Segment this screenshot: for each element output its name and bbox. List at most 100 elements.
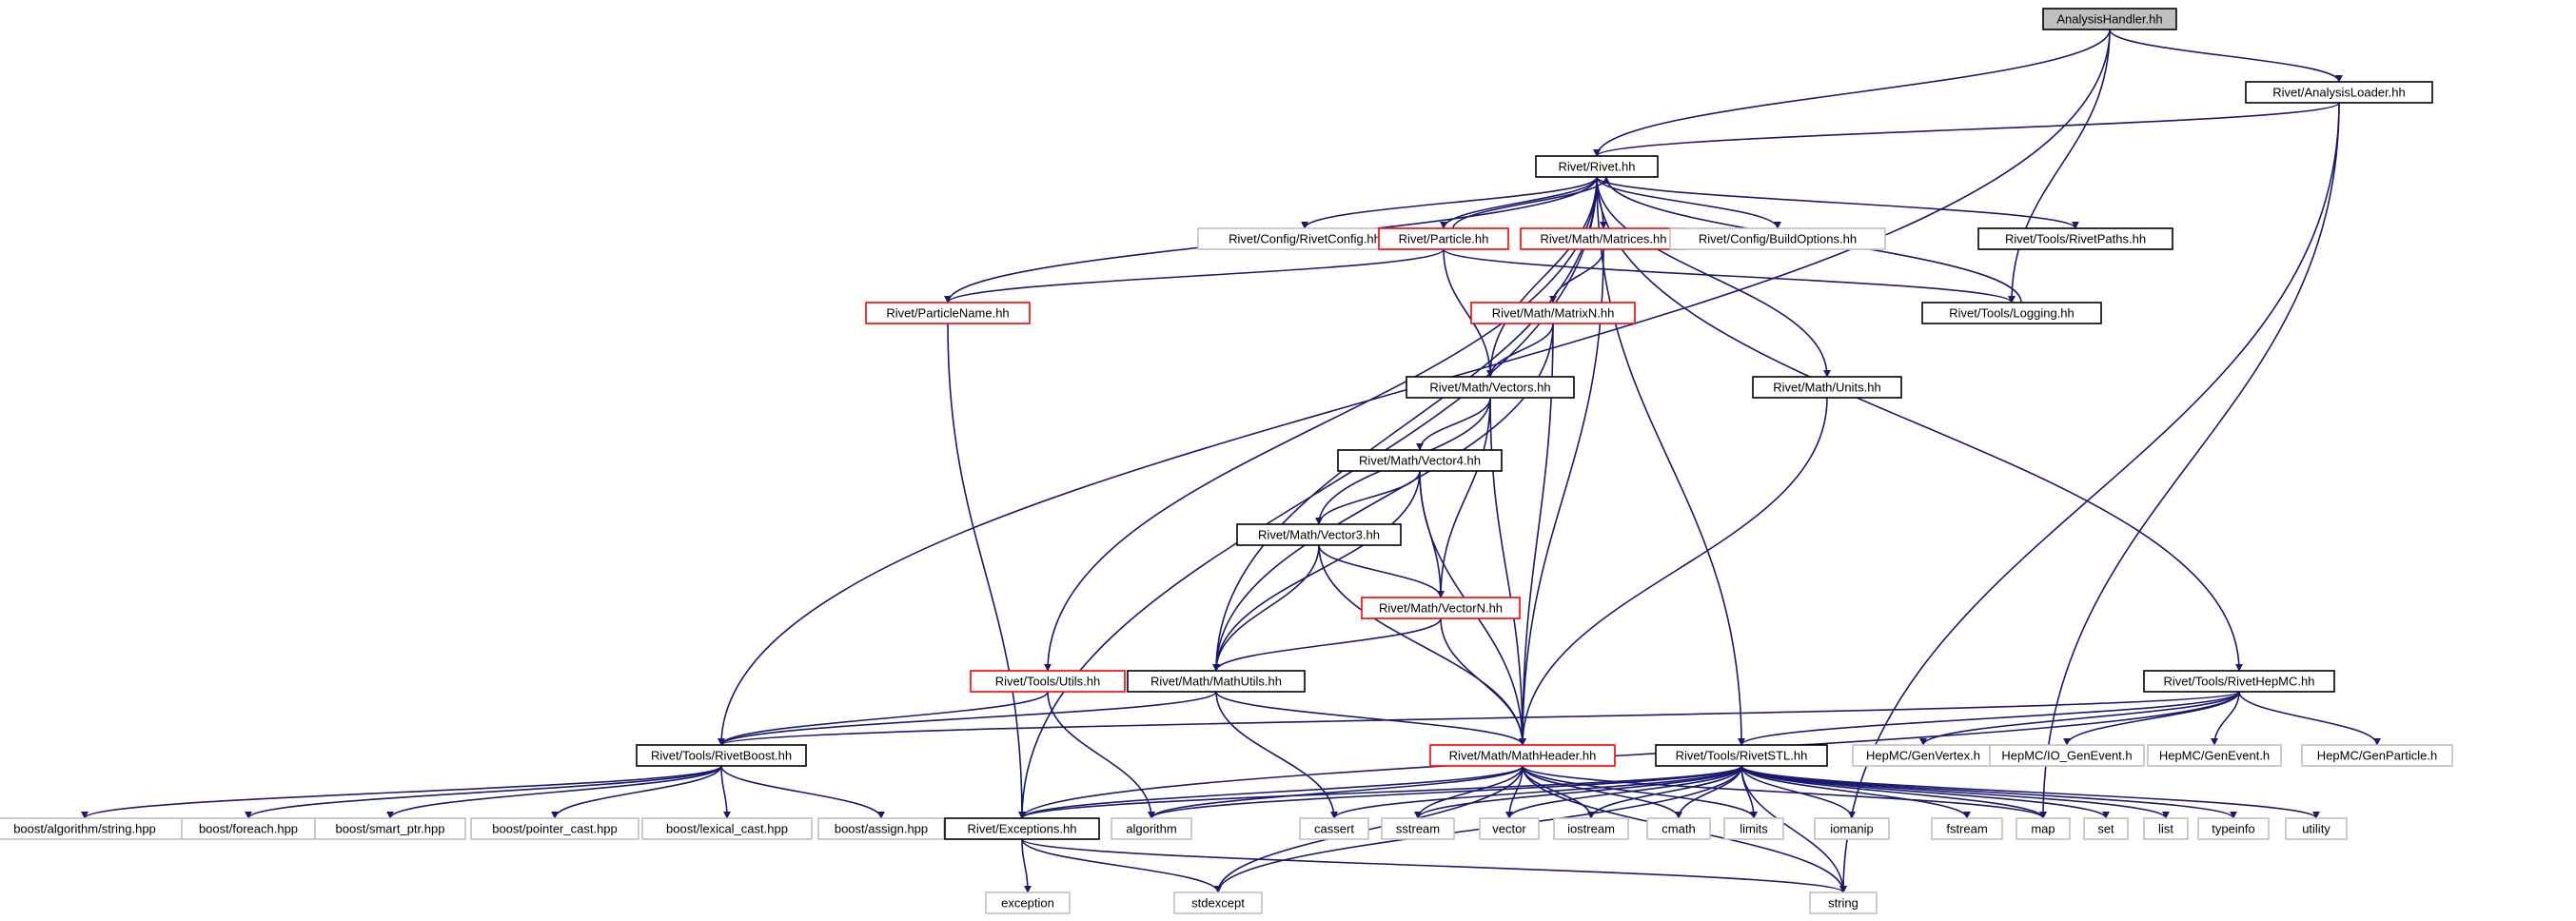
graph-node-set: set	[2083, 817, 2129, 840]
edge-rivet-to-particle	[1440, 176, 1598, 229]
graph-node-rivethepmc[interactable]: Rivet/Tools/RivetHepMC.hh	[2143, 670, 2335, 693]
edge-vector3-to-mathutils	[1212, 544, 1320, 672]
graph-node-particlename[interactable]: Rivet/ParticleName.hh	[865, 302, 1031, 324]
node-label: HepMC/GenParticle.h	[2317, 749, 2437, 763]
node-label: stdexcept	[1191, 896, 1245, 911]
graph-node-buildoptions: Rivet/Config/BuildOptions.hh	[1669, 227, 1886, 250]
graph-node-string: string	[1809, 892, 1878, 914]
edge-rivetstl-to-cassert	[1330, 765, 1742, 819]
edge-rivetstl-to-utility	[1740, 765, 2320, 819]
graph-node-stdexcept: stdexcept	[1173, 892, 1263, 914]
node-label: Rivet/Tools/Utils.hh	[995, 675, 1101, 689]
graph-node-rivetboost[interactable]: Rivet/Tools/RivetBoost.hh	[636, 744, 807, 767]
node-label: set	[2097, 822, 2114, 836]
node-label: cmath	[1662, 822, 1695, 836]
node-label: Rivet/Tools/Logging.hh	[1949, 306, 2075, 321]
node-box	[1723, 817, 1784, 840]
node-label: cassert	[1314, 822, 1354, 836]
node-label: Rivet/Math/Vector3.hh	[1258, 528, 1380, 542]
graph-node-sstream: sstream	[1381, 817, 1455, 840]
edge-analysishandler-to-rivet	[1593, 29, 2111, 157]
node-label: iostream	[1567, 822, 1615, 836]
node-label: Rivet/Config/BuildOptions.hh	[1699, 232, 1857, 246]
node-box	[2143, 817, 2189, 840]
node-box	[2197, 817, 2270, 840]
graph-node-rivetstl[interactable]: Rivet/Tools/RivetSTL.hh	[1655, 744, 1828, 767]
graph-node-matrixn[interactable]: Rivet/Math/MatrixN.hh	[1470, 302, 1636, 324]
graph-node-vectorn[interactable]: Rivet/Math/VectorN.hh	[1361, 597, 1521, 619]
graph-node-iomanip: iomanip	[1814, 817, 1890, 840]
node-label: Rivet/Math/MathHeader.hh	[1449, 749, 1597, 763]
graph-node-mathheader[interactable]: Rivet/Math/MathHeader.hh	[1429, 744, 1616, 767]
node-label: typeinfo	[2212, 822, 2255, 836]
graph-node-genparticle: HepMC/GenParticle.h	[2301, 744, 2453, 767]
graph-node-b_assign: boost/assign.hpp	[817, 817, 945, 840]
edge-rivetboost-to-b_pointercast	[551, 765, 722, 819]
edge-matrixn-to-vectors	[1486, 323, 1554, 378]
edge-rivetstl-to-string	[1740, 765, 1847, 893]
node-box	[1470, 302, 1636, 324]
edge-rivetboost-to-b_algstring	[81, 765, 722, 819]
node-label: Rivet/Math/MathUtils.hh	[1150, 675, 1282, 689]
graph-node-vector4[interactable]: Rivet/Math/Vector4.hh	[1337, 449, 1503, 472]
node-box	[2042, 8, 2177, 30]
edge-rivetstl-to-algorithm	[1148, 765, 1742, 819]
edge-rivethepmc-to-ioGenevent	[2063, 691, 2240, 746]
node-box	[1669, 227, 1886, 250]
graph-node-utils[interactable]: Rivet/Tools/Utils.hh	[970, 670, 1126, 693]
node-box	[1299, 817, 1369, 840]
edge-mathutils-to-mathheader	[1215, 691, 1526, 746]
graph-node-exceptions[interactable]: Rivet/Exceptions.hh	[944, 817, 1100, 840]
graph-node-cassert: cassert	[1299, 817, 1369, 840]
graph-node-logging[interactable]: Rivet/Tools/Logging.hh	[1921, 302, 2102, 324]
edge-particle-to-rivet	[1452, 176, 1610, 229]
node-label: iomanip	[1830, 822, 1874, 836]
graph-node-mathutils[interactable]: Rivet/Math/MathUtils.hh	[1127, 670, 1306, 693]
graph-node-units[interactable]: Rivet/Math/Units.hh	[1752, 376, 1902, 399]
edge-rivetboost-to-b_smartptr	[386, 765, 722, 819]
edge-vectors-to-vector4	[1416, 397, 1491, 451]
node-box	[2245, 81, 2433, 104]
node-box	[1809, 892, 1878, 914]
edge-rivetstl-to-iomanip	[1740, 765, 1856, 819]
edge-rivet-to-utils	[1044, 176, 1598, 672]
graph-node-map: map	[2016, 817, 2071, 840]
edge-vector4-to-mathutils	[1212, 470, 1421, 672]
graph-node-fstream: fstream	[1931, 817, 2003, 840]
edge-rivetstl-to-exceptions	[1018, 765, 1742, 819]
edge-mathheader-to-exceptions	[1018, 765, 1524, 819]
edge-rivet-to-rivetstl	[1596, 176, 1745, 746]
node-box	[1236, 523, 1402, 546]
graph-node-b_lexicalcast: boost/lexical_cast.hpp	[641, 817, 813, 840]
node-layer: AnalysisHandler.hhRivet/AnalysisLoader.h…	[0, 8, 2453, 914]
node-box	[1931, 817, 2003, 840]
graph-node-vector3[interactable]: Rivet/Math/Vector3.hh	[1236, 523, 1402, 546]
graph-node-algorithm: algorithm	[1111, 817, 1192, 840]
edge-vectors-to-vectorn	[1437, 397, 1491, 598]
edge-mathheader-to-limits	[1522, 765, 1758, 819]
graph-node-analysishandler[interactable]: AnalysisHandler.hh	[2042, 8, 2177, 30]
node-label: limits	[1740, 822, 1768, 836]
graph-node-analysisloader[interactable]: Rivet/AnalysisLoader.hh	[2245, 81, 2433, 104]
graph-node-particle[interactable]: Rivet/Particle.hh	[1378, 227, 1509, 250]
node-box	[1989, 744, 2145, 767]
node-label: Rivet/Math/Vector4.hh	[1359, 454, 1481, 468]
edge-rivethepmc-to-exceptions	[1018, 691, 2240, 819]
graph-node-rivetpaths[interactable]: Rivet/Tools/RivetPaths.hh	[1977, 227, 2173, 250]
edge-analysisloader-to-rivet	[1593, 102, 2340, 157]
graph-node-b_smartptr: boost/smart_ptr.hpp	[314, 817, 466, 840]
edge-rivetboost-to-b_foreach	[245, 765, 722, 819]
graph-node-rivet[interactable]: Rivet/Rivet.hh	[1535, 155, 1659, 178]
edge-rivetstl-to-vector	[1505, 765, 1742, 819]
edge-rivet-to-rivetconfig	[1301, 176, 1598, 229]
edge-rivetstl-to-fstream	[1740, 765, 1971, 819]
graph-node-vectors[interactable]: Rivet/Math/Vectors.hh	[1406, 376, 1575, 399]
node-label: Rivet/Config/RivetConfig.hh	[1229, 232, 1381, 246]
edge-vectorn-to-mathheader	[1440, 617, 1526, 746]
graph-node-b_foreach: boost/foreach.hpp	[181, 817, 316, 840]
graph-node-matrices[interactable]: Rivet/Math/Matrices.hh	[1520, 227, 1687, 250]
graph-node-b_pointercast: boost/pointer_cast.hpp	[470, 817, 639, 840]
graph-node-vector: vector	[1479, 817, 1540, 840]
graph-node-limits: limits	[1723, 817, 1784, 840]
edge-rivetstl-to-sstream	[1414, 765, 1742, 819]
